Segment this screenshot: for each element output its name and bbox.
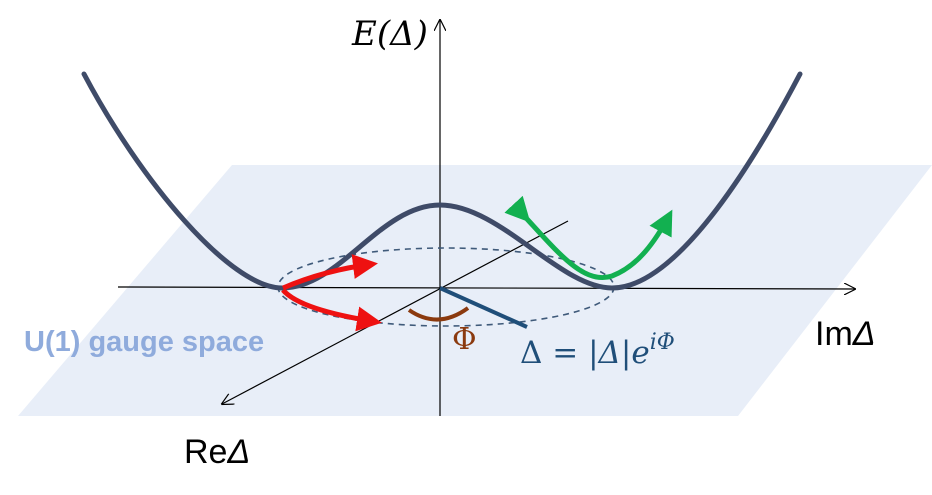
im-axis-prefix: Im	[815, 315, 853, 353]
re-axis-symbol: Δ	[226, 433, 250, 471]
re-axis-label: ReΔ	[184, 433, 250, 471]
order-parameter-lhs: Δ = |	[520, 335, 599, 371]
order-parameter-equation: Δ = |Δ|eiΦ	[520, 330, 675, 371]
order-parameter-exponent: iΦ	[650, 330, 675, 355]
phase-mode-arrow-lower	[281, 288, 382, 332]
gauge-space-label: U(1) gauge space	[24, 326, 264, 358]
im-axis-label: ImΔ	[815, 315, 876, 353]
order-parameter-mid: Δ	[598, 335, 621, 371]
order-parameter-rhs: |e	[621, 335, 650, 371]
im-axis	[117, 287, 855, 289]
gauge-plane	[18, 165, 932, 416]
order-parameter-line	[439, 286, 528, 329]
amplitude-mode-arrow	[504, 195, 673, 281]
potential-curve	[81, 71, 803, 291]
phase-label: Φ	[452, 322, 477, 357]
phase-arc	[407, 306, 470, 322]
phase-mode-arrow-upper	[282, 254, 378, 291]
im-axis-symbol: Δ	[852, 315, 876, 353]
energy-axis-label: E(Δ)	[351, 14, 428, 54]
re-axis-prefix: Re	[184, 433, 227, 471]
re-axis	[222, 220, 569, 404]
